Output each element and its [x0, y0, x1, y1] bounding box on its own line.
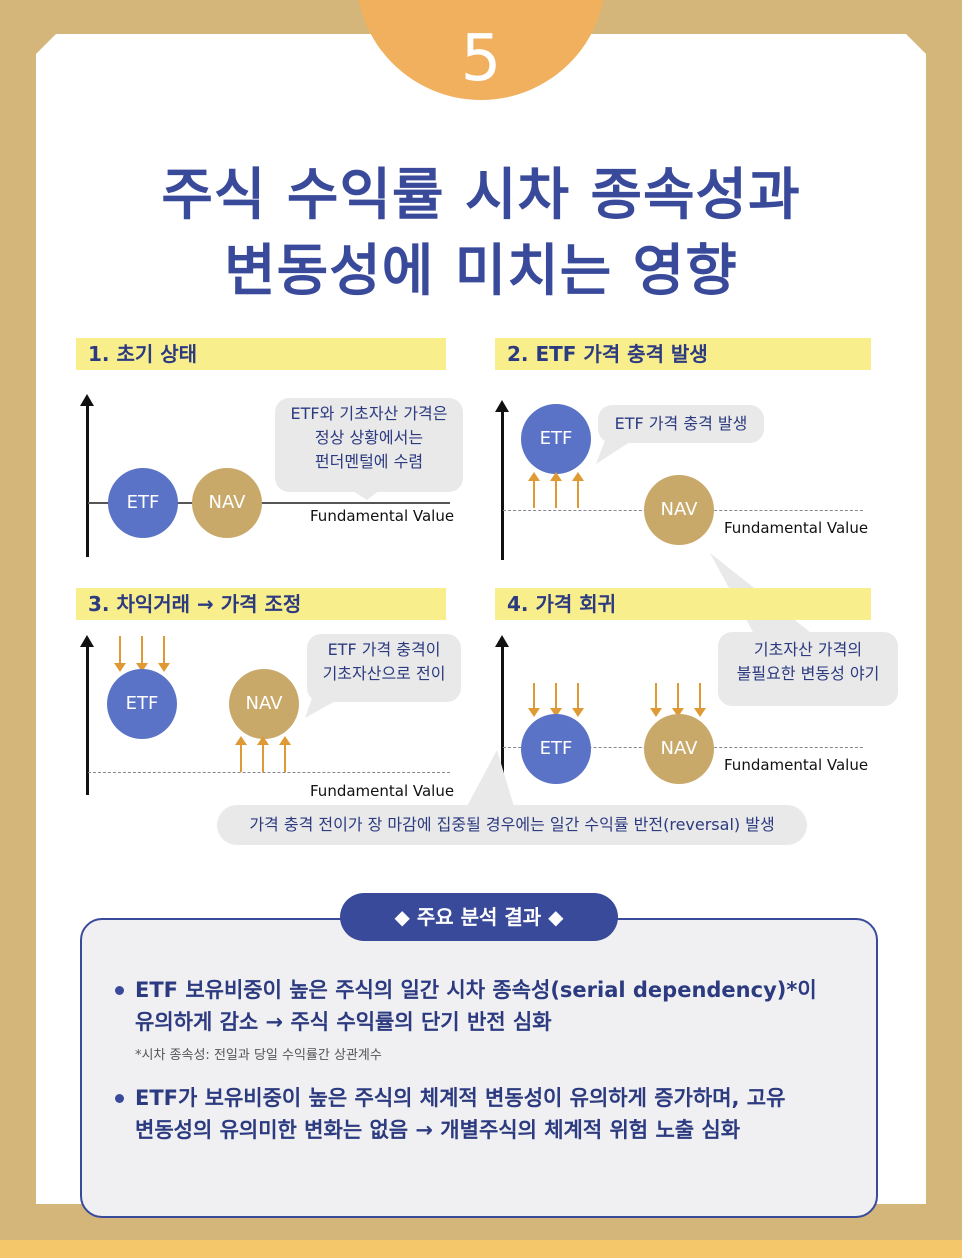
- bottom-strip: [0, 1240, 962, 1258]
- panel-4-bubble-line2: 불필요한 변동성 야기: [736, 664, 880, 683]
- panel-4-y-axis: [495, 635, 509, 795]
- panel-4-down-arrow: [650, 683, 662, 717]
- finding-item-1: ETF 보유비중이 높은 주식의 일간 시차 종속성(serial depend…: [115, 974, 817, 1038]
- panel-1-bubble-tail: [345, 486, 385, 500]
- badge-number: 5: [460, 22, 502, 96]
- panel-3-bubble-tail: [305, 690, 355, 718]
- panel-3-down-arrow: [114, 636, 126, 672]
- panel-3-y-axis: [80, 635, 94, 795]
- panel-2-fundamental-label: Fundamental Value: [724, 519, 869, 537]
- panel-3-down-arrow: [136, 636, 148, 672]
- panel-4-down-arrow: [672, 683, 684, 717]
- panel-2-etf-circle: ETF: [521, 404, 591, 474]
- finding-1-line1: ETF 보유비중이 높은 주식의 일간 시차 종속성(serial depend…: [135, 978, 817, 1002]
- panel-3-etf-circle: ETF: [107, 669, 177, 739]
- panel-3-bubble-line1: ETF 가격 충격이: [327, 640, 441, 659]
- finding-2-line1: ETF가 보유비중이 높은 주식의 체계적 변동성이 유의하게 증가하며, 고유: [135, 1086, 786, 1110]
- panel-4-etf-circle: ETF: [521, 714, 591, 784]
- page-title-line1: 주식 수익률 시차 종속성과: [161, 163, 801, 228]
- panel-4-down-arrow: [550, 683, 562, 717]
- panel-1-fundamental-label: Fundamental Value: [310, 507, 455, 525]
- panel-1-bubble: ETF와 기초자산 가격은 정상 상황에서는 펀더멘털에 수렴: [275, 398, 463, 492]
- panel-4-heading: 4. 가격 회귀: [495, 588, 871, 620]
- findings-box: [80, 918, 878, 1218]
- panel-2-up-arrow: [528, 472, 540, 508]
- panel-4-nav-circle: NAV: [644, 714, 714, 784]
- reversal-note-tail: [465, 750, 515, 810]
- finding-1-footnote: *시차 종속성: 전일과 당일 수익률간 상관계수: [135, 1048, 382, 1063]
- panel-1-bubble-line1: ETF와 기초자산 가격은: [290, 404, 448, 423]
- findings-tag: ◆ 주요 분석 결과 ◆: [340, 893, 618, 941]
- panel-2-bubble: ETF 가격 충격 발생: [598, 405, 764, 443]
- reversal-note: 가격 충격 전이가 장 마감에 집중될 경우에는 일간 수익률 반전(rever…: [217, 805, 807, 845]
- panel-3-heading: 3. 차익거래 → 가격 조정: [76, 588, 446, 620]
- page-title-line2: 변동성에 미치는 영향: [224, 239, 738, 304]
- finding-item-2: ETF가 보유비중이 높은 주식의 체계적 변동성이 유의하게 증가하며, 고유…: [115, 1082, 785, 1146]
- panel-3-up-arrow: [235, 736, 247, 772]
- panel-1-y-axis: [80, 394, 94, 557]
- panel-1-bubble-line2: 정상 상황에서는: [314, 428, 424, 447]
- panel-4-bubble-line1: 기초자산 가격의: [753, 640, 863, 659]
- panel-3-bubble-line2: 기초자산으로 전이: [322, 664, 446, 683]
- finding-2-line2: 변동성의 유의미한 변화는 없음 → 개별주식의 체계적 위험 노출 심화: [135, 1118, 741, 1142]
- finding-1-line2: 유의하게 감소 → 주식 수익률의 단기 반전 심화: [135, 1010, 552, 1034]
- panel-2-heading: 2. ETF 가격 충격 발생: [495, 338, 871, 370]
- panel-3-up-arrow: [279, 736, 291, 772]
- panel-2-up-arrow: [572, 472, 584, 508]
- panel-3-down-arrow: [158, 636, 170, 672]
- panel-1-bubble-line3: 펀더멘털에 수렴: [314, 452, 424, 471]
- panel-1-etf-circle: ETF: [108, 468, 178, 538]
- panel-4-down-arrow: [694, 683, 706, 717]
- panel-4-down-arrow: [528, 683, 540, 717]
- panel-4-down-arrow: [572, 683, 584, 717]
- panel-3-fundamental-line: [88, 772, 450, 773]
- panel-4-bubble: 기초자산 가격의 불필요한 변동성 야기: [718, 632, 898, 706]
- panel-2-nav-circle: NAV: [644, 475, 714, 545]
- panel-1-fundamental-line: [88, 502, 450, 504]
- panel-1-nav-circle: NAV: [192, 468, 262, 538]
- panel-2-bubble-tail: [596, 438, 636, 464]
- bullet-dot: [115, 986, 124, 995]
- bullet-dot: [115, 1094, 124, 1103]
- panel-2-up-arrow: [550, 472, 562, 508]
- panel-3-fundamental-label: Fundamental Value: [310, 782, 455, 800]
- panel-2-bubble-line1: ETF 가격 충격 발생: [614, 414, 748, 433]
- panel-4-fundamental-label: Fundamental Value: [724, 756, 869, 774]
- panel-3-nav-circle: NAV: [229, 669, 299, 739]
- panel-3-bubble: ETF 가격 충격이 기초자산으로 전이: [307, 634, 461, 702]
- panel-1-heading: 1. 초기 상태: [76, 338, 446, 370]
- panel-2-y-axis: [495, 400, 509, 560]
- panel-3-up-arrow: [257, 736, 269, 772]
